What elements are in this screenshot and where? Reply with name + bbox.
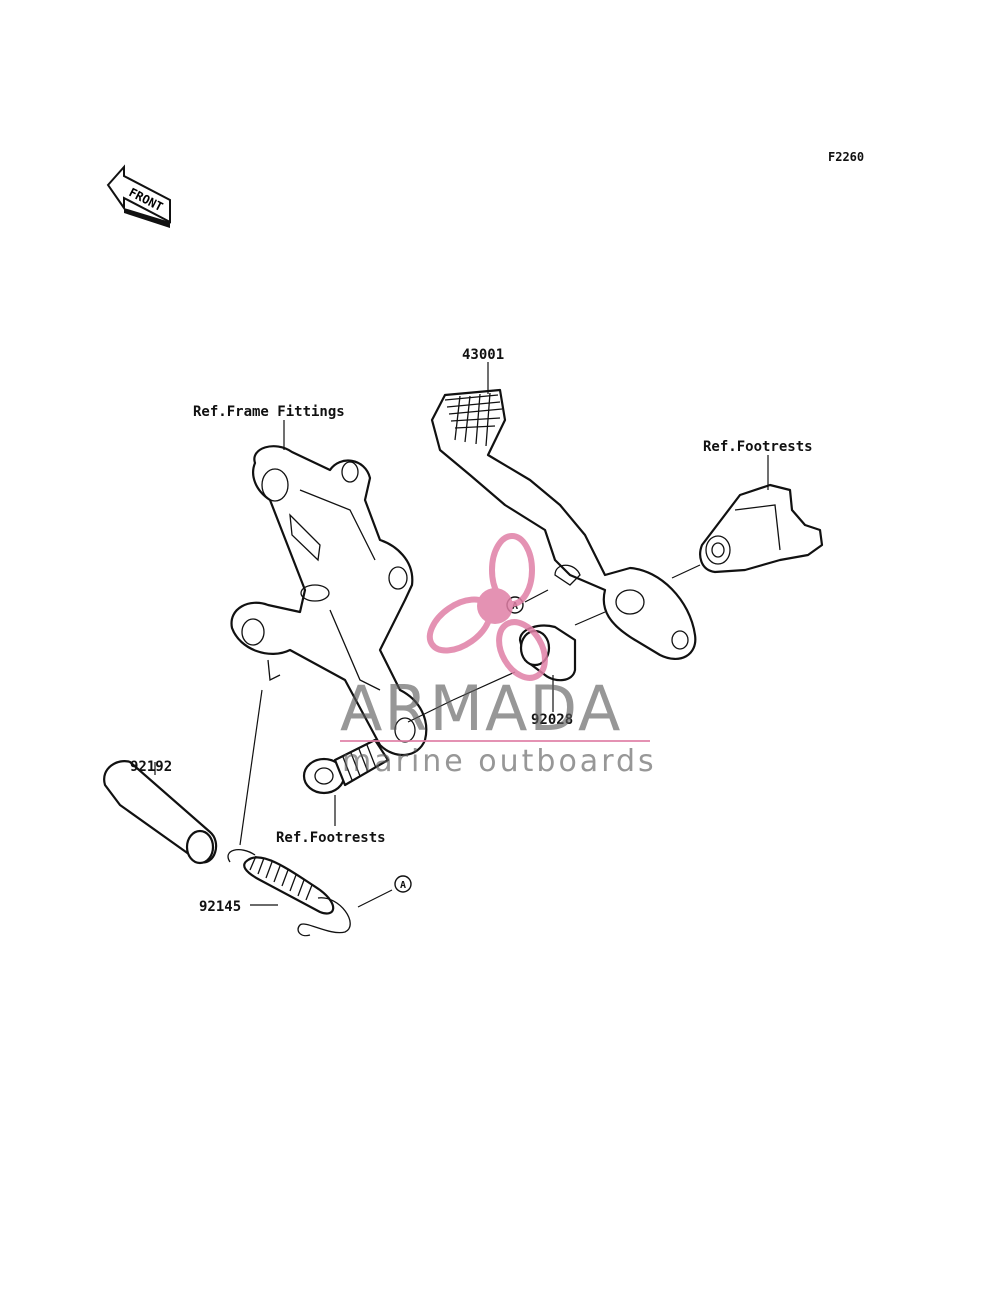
bolt-part (302, 738, 390, 795)
label-pedal: 43001 (462, 347, 504, 363)
frame-fitting-bracket (230, 445, 428, 756)
diagram-code: F2260 (828, 150, 864, 164)
footrest-bracket (699, 483, 824, 574)
label-footrests-upper: Ref.Footrests (703, 439, 813, 455)
label-spring: 92145 (199, 899, 241, 915)
propeller-logo-icon (426, 533, 548, 681)
sleeve-part (103, 760, 218, 865)
label-sleeve: 92192 (130, 759, 172, 775)
spring-part (227, 849, 351, 937)
watermark: ARMADA marine outboards (340, 533, 657, 779)
label-frame-fittings: Ref.Frame Fittings (193, 404, 345, 420)
watermark-brand: ARMADA (340, 672, 622, 745)
label-footrests-lower: Ref.Footrests (276, 830, 386, 846)
leader-lines (154, 362, 769, 908)
watermark-tagline: marine outboards (342, 744, 657, 779)
svg-text:A: A (400, 880, 406, 891)
marker-a-lower: A (394, 875, 412, 893)
front-arrow-icon: FRONT (106, 164, 171, 228)
brake-pedal (430, 388, 697, 661)
label-collar: 92028 (531, 712, 573, 728)
